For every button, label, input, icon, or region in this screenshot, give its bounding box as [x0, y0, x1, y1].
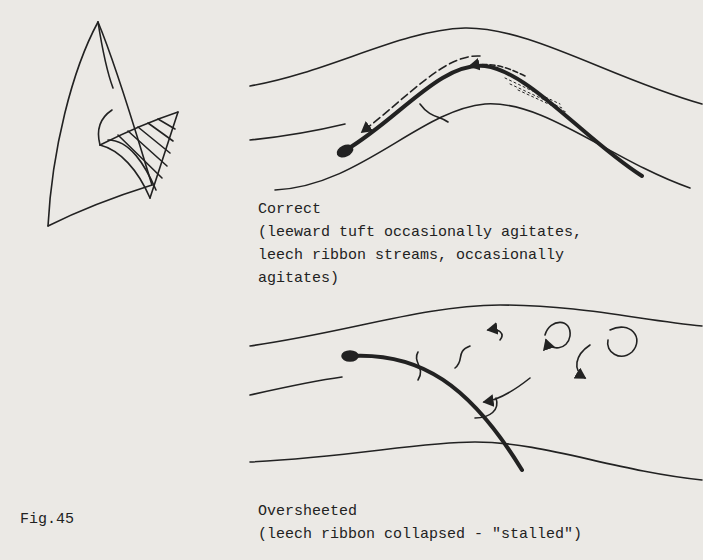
caption-heading: Correct — [258, 198, 558, 221]
caption-note: (leech ribbon collapsed - "stalled") — [258, 523, 688, 546]
caption-heading: Oversheeted — [258, 500, 558, 523]
caption-note: (leeward tuft occasionally agitates, lee… — [258, 221, 603, 290]
figure-number: Fig.45 — [20, 508, 140, 531]
